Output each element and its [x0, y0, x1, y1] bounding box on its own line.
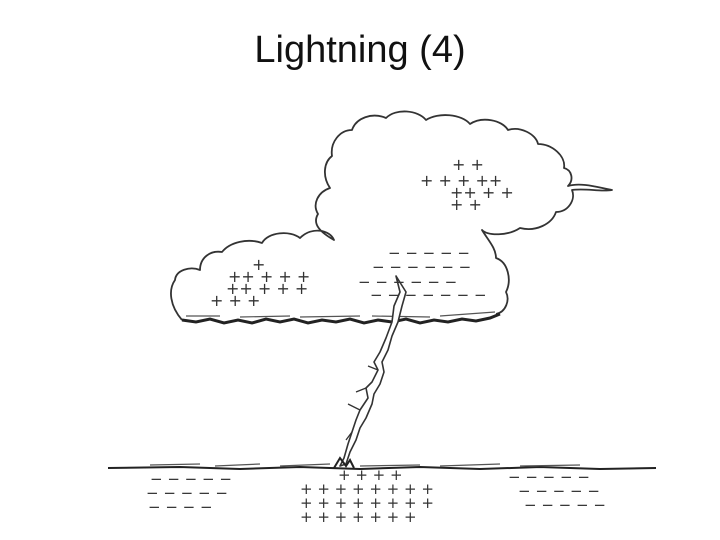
cloud-base-negative: − − − − − − − − − − − − − − − − − − − − … — [358, 244, 487, 304]
charge-row: ++ + + + — [228, 267, 310, 286]
charge-row: + + + + — [338, 466, 403, 484]
charge-row: + + — [450, 195, 482, 214]
lightning-branch — [345, 365, 379, 441]
charge-row: + + + + + + + + — [300, 494, 434, 512]
cloud-base-shade — [186, 311, 496, 318]
charge-row: − − − − − — [146, 484, 228, 502]
charge-row: + + + ++ — [420, 171, 502, 190]
charge-row: − − − − − — [518, 482, 600, 500]
lightning-bolt — [339, 275, 407, 467]
charge-row: − − − − − − — [358, 273, 457, 291]
ground-shade — [149, 463, 581, 467]
charge-row: + + — [452, 155, 484, 174]
ground-line — [107, 465, 657, 471]
charge-row: − − − − − — [524, 496, 606, 514]
strike-point — [333, 456, 355, 469]
cloud-base — [181, 312, 501, 325]
charge-row: − − − − − — [388, 244, 470, 262]
charge-row: − − − − − − − — [370, 286, 487, 304]
charge-row: + — [252, 255, 265, 274]
charge-row: + + + — [210, 291, 260, 310]
charge-row: + + + + + + + + — [300, 480, 434, 498]
slide-title: Lightning (4) — [254, 29, 466, 71]
thundercloud — [170, 110, 613, 321]
charge-row: − − − − − — [508, 468, 590, 486]
charge-row: + + + + + + + — [300, 508, 417, 526]
cloud-left-positive: + ++ + + + ++ + + + + + + — [210, 255, 310, 310]
ground-center-positive: + + + + + + + + + + + + + + + + + + + + … — [300, 466, 434, 526]
ground-right-negative: − − − − − − − − − − − − − − − — [508, 468, 606, 514]
charge-row: ++ + + + — [226, 279, 308, 298]
charge-row: − − − − − − — [372, 258, 471, 276]
charge-row: − − − − − — [150, 470, 232, 488]
charge-row: ++ + + — [450, 183, 514, 202]
cloud-top-positive: + + + + + ++ ++ + + + + — [420, 155, 514, 214]
charge-row: − − − − — [148, 498, 213, 516]
ground-left-negative: − − − − − − − − − − − − − − — [146, 470, 232, 516]
